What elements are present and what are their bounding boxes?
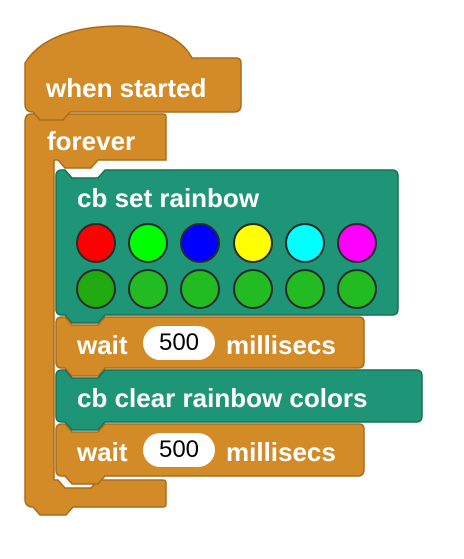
millisecs-label-2: millisecs (226, 437, 336, 467)
when-started-label: when started (46, 73, 207, 103)
wait-value-input-2[interactable]: 500 (143, 433, 215, 467)
color-swatch-magenta[interactable] (337, 223, 377, 263)
forever-block[interactable] (24, 113, 167, 516)
color-swatch-blue[interactable] (180, 223, 220, 263)
wait-label-2: wait (77, 437, 128, 467)
wait-value-input-1[interactable]: 500 (143, 326, 215, 360)
color-swatch-bottom-1[interactable] (76, 269, 116, 309)
set-rainbow-label: cb set rainbow (77, 183, 260, 213)
forever-label: forever (47, 126, 136, 156)
wait-label-1: wait (77, 330, 128, 360)
millisecs-label-1: millisecs (226, 330, 336, 360)
color-swatch-red[interactable] (76, 223, 116, 263)
color-swatch-bottom-2[interactable] (128, 269, 168, 309)
color-swatch-bottom-3[interactable] (180, 269, 220, 309)
clear-rainbow-block[interactable] (55, 369, 423, 431)
color-swatch-cyan[interactable] (285, 223, 325, 263)
color-swatch-bottom-6[interactable] (337, 269, 377, 309)
when-started-block[interactable] (24, 25, 242, 121)
color-swatch-green[interactable] (128, 223, 168, 263)
color-swatch-yellow[interactable] (233, 223, 273, 263)
clear-rainbow-label: cb clear rainbow colors (77, 383, 368, 413)
color-swatch-bottom-5[interactable] (285, 269, 325, 309)
color-swatch-bottom-4[interactable] (233, 269, 273, 309)
